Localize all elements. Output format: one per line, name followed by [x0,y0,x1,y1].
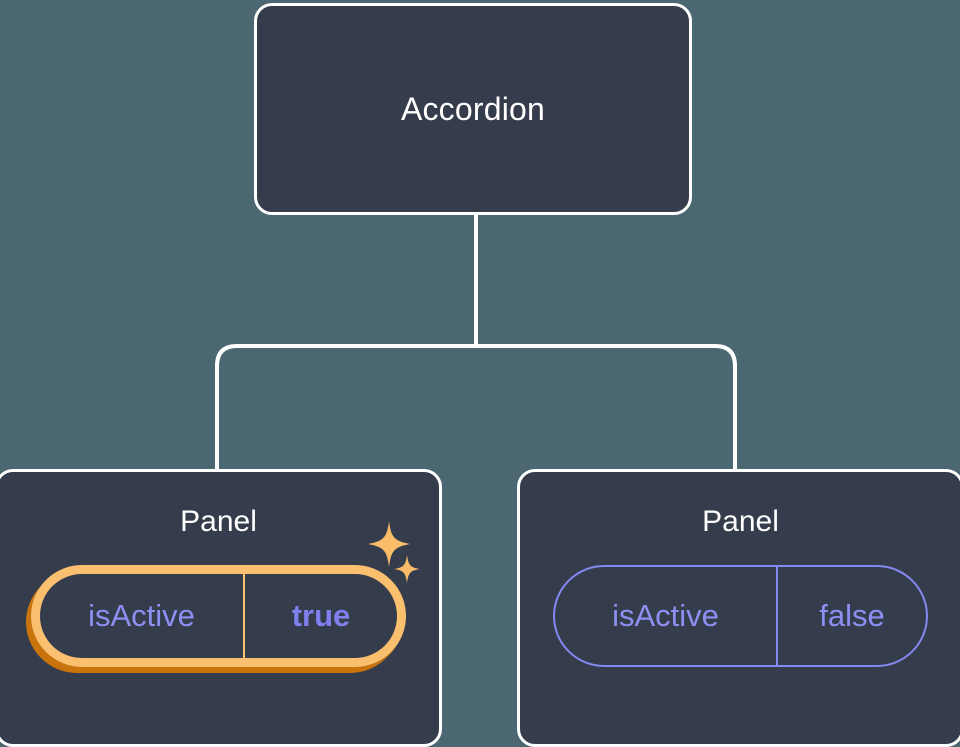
prop-divider [243,574,245,658]
prop-divider [776,567,778,665]
connector-branches [215,344,737,472]
node-title: Panel [180,505,257,538]
node-panel-inactive[interactable]: Panel isActive false [517,469,960,747]
prop-pill-isactive-false[interactable]: isActive false [553,565,928,667]
node-title: Accordion [400,91,546,127]
node-accordion[interactable]: Accordion [254,3,692,215]
prop-pill-isactive-true[interactable]: isActive true [31,565,406,667]
prop-pill-wrapper: isActive true [0,521,439,667]
prop-key: isActive [88,598,195,633]
prop-value: false [819,598,885,633]
prop-value: true [291,598,351,633]
prop-pill-wrapper: isActive false [520,565,960,667]
prop-key: isActive [612,598,719,633]
node-title: Panel [702,505,779,538]
node-panel-active[interactable]: Panel isActive true [0,469,442,747]
